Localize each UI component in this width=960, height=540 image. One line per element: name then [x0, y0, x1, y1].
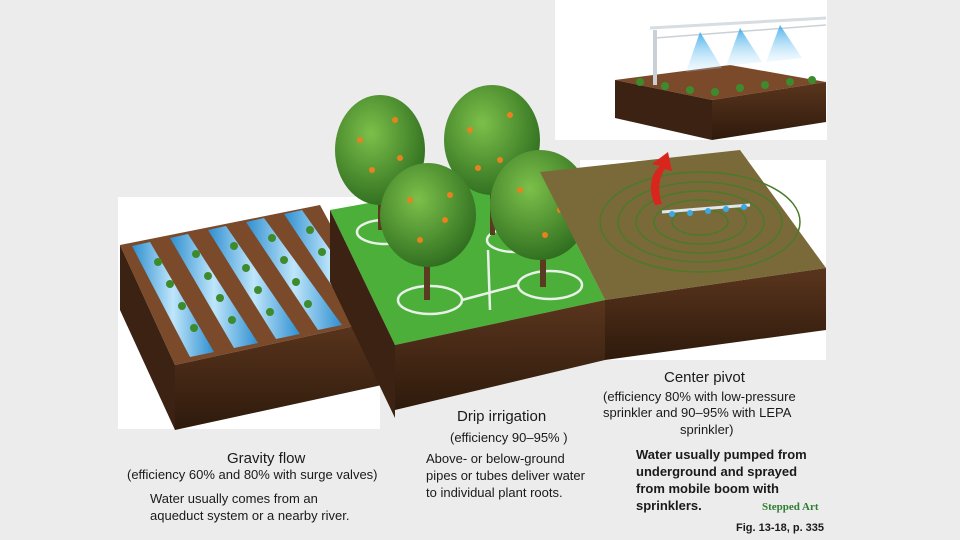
drip-desc-line1: Above- or below-ground [426, 450, 565, 467]
pivot-efficiency-line2: sprinkler and 90–95% with LEPA [603, 405, 791, 420]
credit-label: Stepped Art [762, 501, 819, 513]
drip-desc-line3: to individual plant roots. [426, 484, 563, 501]
pivot-desc-line2: underground and sprayed [636, 463, 797, 480]
pivot-desc-line1: Water usually pumped from [636, 446, 807, 463]
gravity-efficiency: (efficiency 60% and 80% with surge valve… [127, 467, 378, 482]
drip-desc-line2: pipes or tubes deliver water [426, 467, 585, 484]
gravity-desc-line1: Water usually comes from an [150, 490, 318, 507]
pivot-efficiency-line3: sprinkler) [680, 422, 733, 437]
pivot-desc-line3: from mobile boom with [636, 480, 779, 497]
gravity-title: Gravity flow [227, 450, 305, 467]
figure-citation: Fig. 13-18, p. 335 [736, 522, 824, 534]
drip-title: Drip irrigation [457, 408, 546, 425]
pivot-desc-line4: sprinklers. [636, 497, 702, 514]
gravity-desc-line2: aqueduct system or a nearby river. [150, 507, 349, 524]
drip-efficiency: (efficiency 90–95% ) [450, 430, 568, 445]
pivot-efficiency-line1: (efficiency 80% with low-pressure [603, 389, 796, 404]
pivot-title: Center pivot [664, 369, 745, 386]
